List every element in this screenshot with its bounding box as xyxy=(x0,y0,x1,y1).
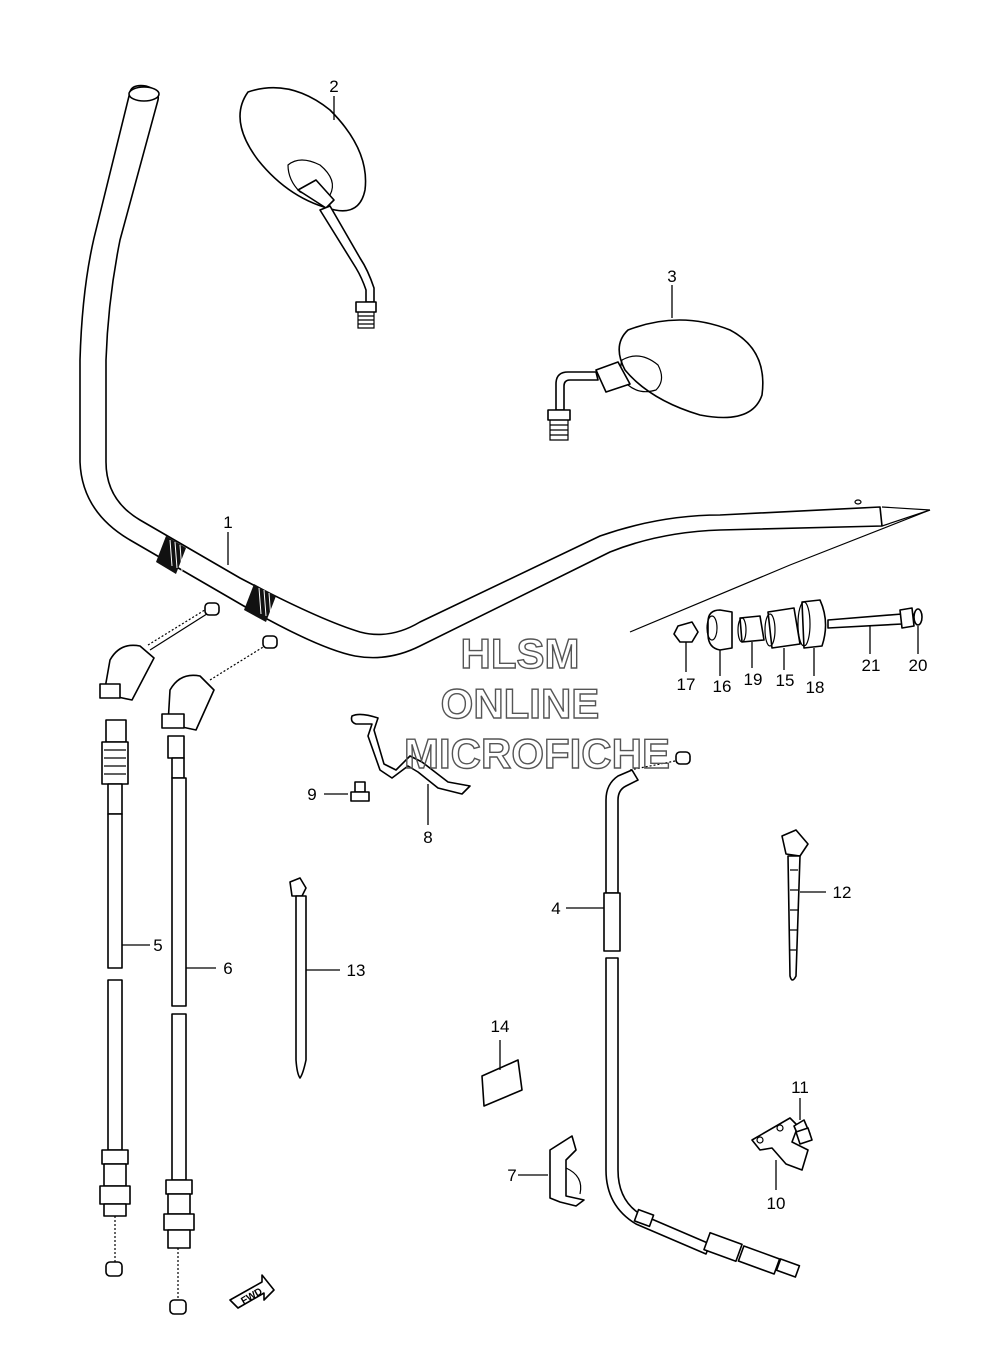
watermark: HLSM ONLINE MICROFICHE xyxy=(403,629,670,777)
callout-12: 12 xyxy=(833,883,852,902)
weight-15 xyxy=(764,607,801,670)
callout-10: 10 xyxy=(767,1194,786,1213)
watermark-line-2: ONLINE xyxy=(441,680,600,727)
knurl-band-2 xyxy=(244,584,276,622)
callout-18: 18 xyxy=(806,678,825,697)
callout-19: 19 xyxy=(744,670,763,689)
callout-7: 7 xyxy=(507,1166,516,1185)
callout-21: 21 xyxy=(862,656,881,675)
throttle-cable-5 xyxy=(99,602,220,1277)
bolt-21 xyxy=(827,607,915,654)
label-14 xyxy=(481,1040,523,1107)
bolt-9 xyxy=(324,781,370,802)
callout-20: 20 xyxy=(909,656,928,675)
callout-3: 3 xyxy=(667,267,676,286)
watermark-line-3: MICROFICHE xyxy=(404,730,670,777)
left-mirror-part xyxy=(239,86,377,329)
callout-17: 17 xyxy=(677,675,696,694)
callout-9: 9 xyxy=(307,785,316,804)
holder-10 xyxy=(751,1117,809,1190)
clutch-cable-4 xyxy=(566,751,801,1278)
weight-18 xyxy=(797,599,827,676)
callout-1: 1 xyxy=(223,513,232,532)
cable-tie-13 xyxy=(289,877,340,1079)
cable-tie-12 xyxy=(781,829,826,981)
callout-6: 6 xyxy=(223,959,232,978)
callout-11: 11 xyxy=(791,1078,809,1097)
nut-17 xyxy=(673,621,699,672)
handlebar-part xyxy=(79,84,931,659)
callout-15: 15 xyxy=(776,671,795,690)
fwd-arrow-icon: FWD xyxy=(229,1274,275,1309)
fwd-arrow-label: FWD xyxy=(239,1286,264,1307)
throttle-cable-6 xyxy=(161,635,278,1315)
callout-16: 16 xyxy=(713,677,732,696)
callout-14: 14 xyxy=(491,1017,510,1036)
callout-5: 5 xyxy=(153,936,162,955)
callout-4: 4 xyxy=(551,899,560,918)
knurl-band-1 xyxy=(156,536,186,574)
bolt-11 xyxy=(793,1098,813,1145)
callout-2: 2 xyxy=(329,77,338,96)
callout-labels: 1 2 3 4 5 6 7 8 9 10 11 12 13 14 15 16 1… xyxy=(153,77,927,1213)
callout-13: 13 xyxy=(347,961,366,980)
weight-16 xyxy=(706,609,733,676)
cable-guide-bracket-8 xyxy=(350,713,471,825)
right-mirror-part xyxy=(547,285,764,441)
watermark-line-1: HLSM xyxy=(461,630,580,677)
washer-20 xyxy=(913,608,923,654)
weight-19 xyxy=(737,615,765,668)
cable-clamp-7 xyxy=(518,1135,585,1207)
callout-8: 8 xyxy=(423,828,432,847)
